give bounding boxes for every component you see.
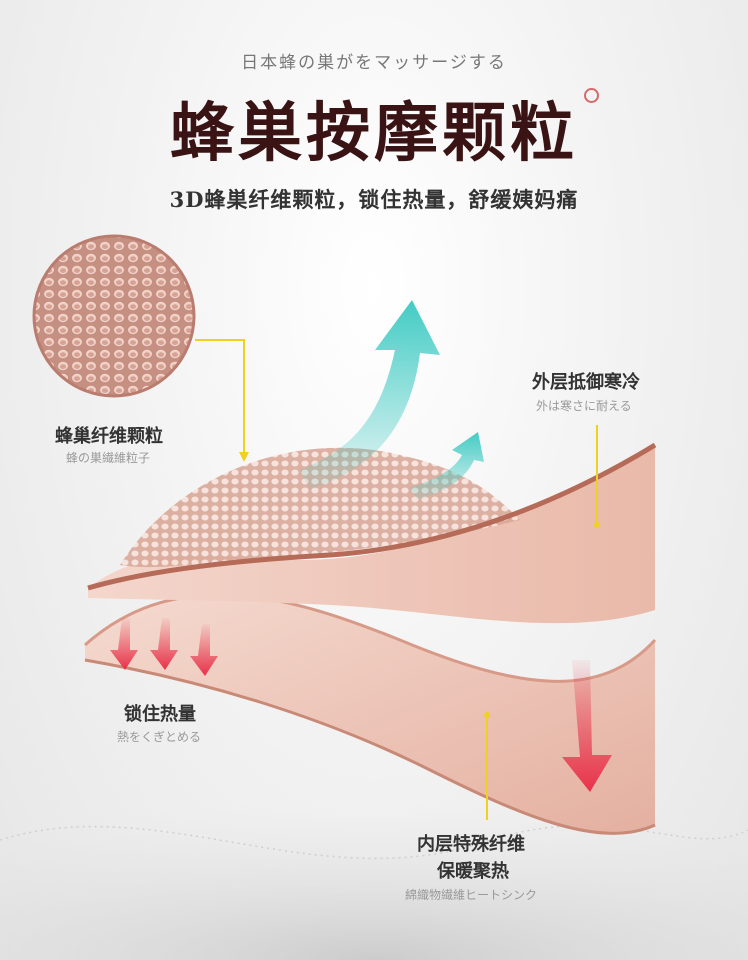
page-title: 蜂巣按摩颗粒 [170, 96, 578, 171]
teal-arrow-small [410, 432, 484, 500]
honeycomb-texture [120, 447, 520, 568]
page-subtitle: 3D蜂巣纤维颗粒，锁住热量，舒缓姨妈痛 [169, 187, 579, 212]
title-ring-icon [584, 88, 599, 103]
background-wave-line [0, 824, 748, 860]
leader-lines [195, 339, 598, 820]
honeycomb-sublabel: 蜂の巣繊維粒子 [66, 451, 151, 465]
japanese-tagline: 日本蜂の巣がをマッサージする [241, 53, 507, 73]
inner-layer-label: 内层特殊纤维 [417, 834, 525, 855]
outer-layer-label: 外层抵御寒冷 [532, 372, 640, 393]
honeycomb-label: 蜂巢纤维颗粒 [55, 426, 163, 447]
outer-layer-sublabel: 外は寒さに耐える [536, 399, 632, 413]
inner-layer-label-2: 保暖聚热 [437, 861, 509, 882]
outer-fabric-layer [88, 445, 655, 624]
inner-fabric-layer [85, 594, 655, 834]
background-wave [0, 782, 748, 960]
honeycomb-zoom-circle [32, 234, 196, 398]
red-arrows-left [110, 618, 218, 676]
red-arrow-large [562, 660, 612, 792]
inner-layer-sublabel: 綿織物繊維ヒートシンク [405, 888, 538, 902]
lock-heat-sublabel: 熱をくぎとめる [117, 730, 202, 744]
teal-arrow-large [300, 300, 440, 490]
lock-heat-label: 锁住热量 [124, 704, 196, 725]
